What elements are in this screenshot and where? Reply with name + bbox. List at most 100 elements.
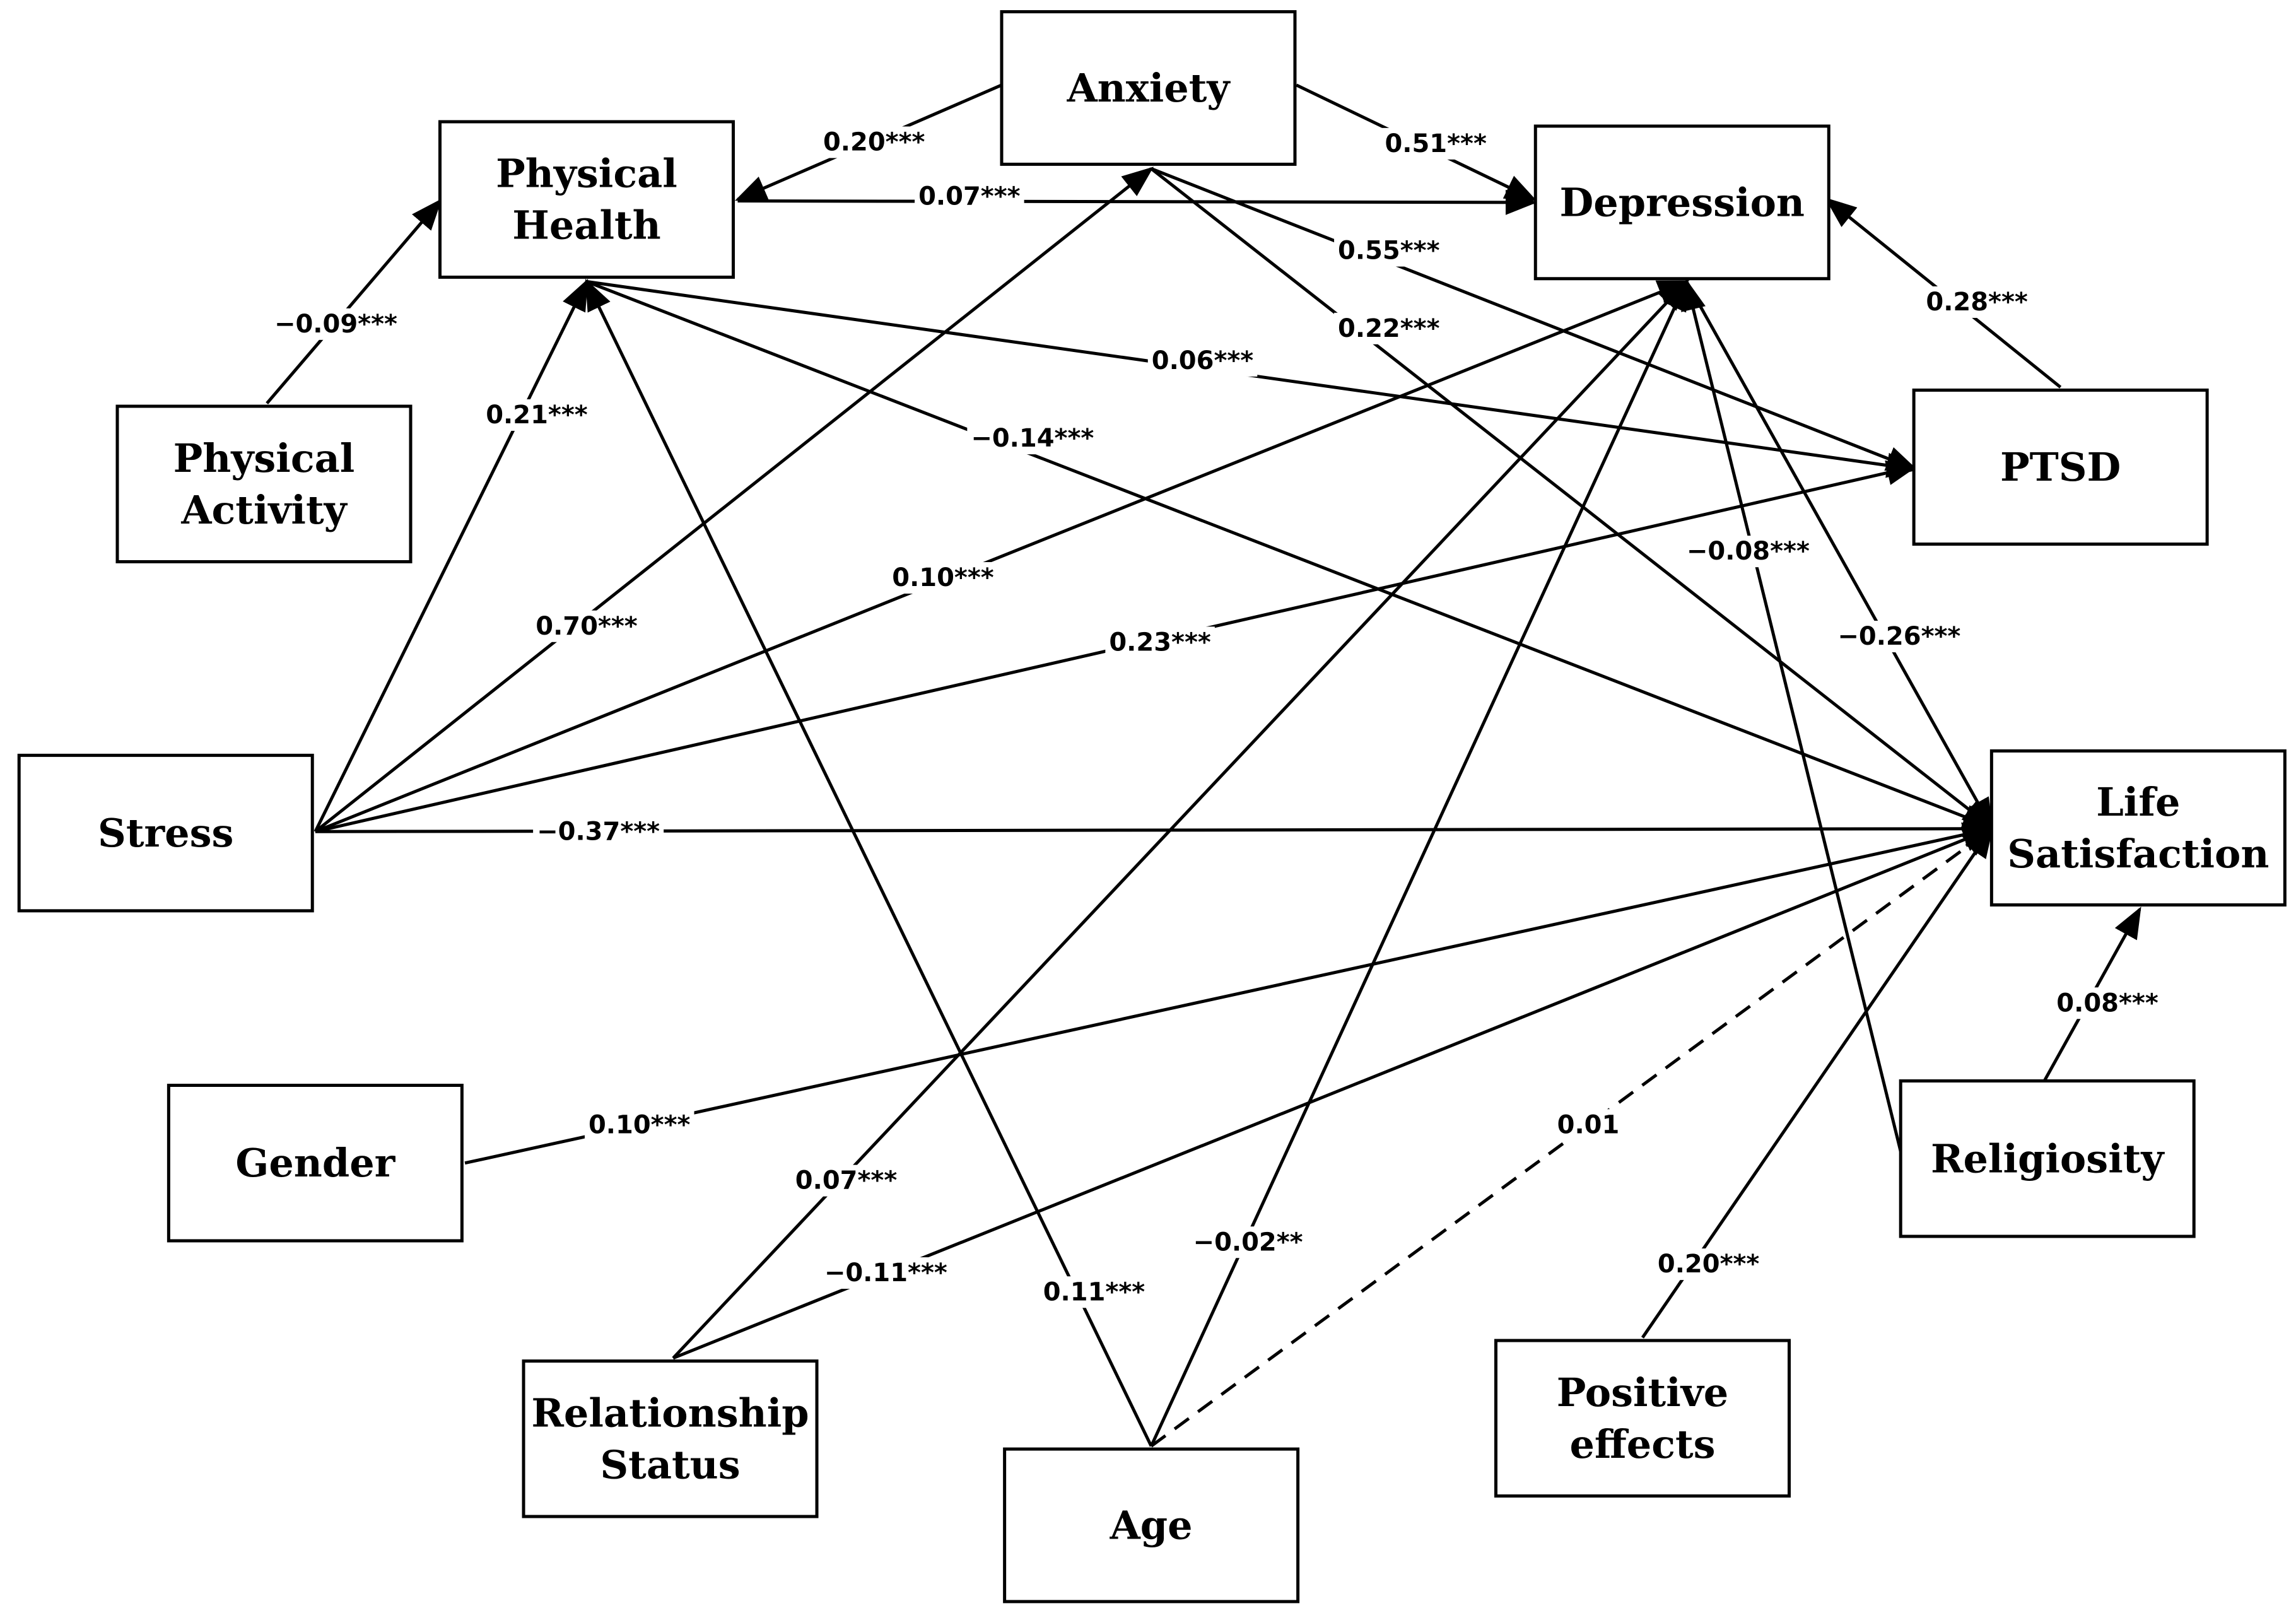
node-label-line: Stress <box>98 810 233 856</box>
coefficient-label-stress-to-life_satisfaction: −0.37*** <box>533 816 664 848</box>
coefficient-label-gender-to-life_satisfaction: 0.10*** <box>584 1109 694 1141</box>
path-anxiety-to-life_satisfaction <box>1150 167 1994 830</box>
coefficient-label-background <box>1682 536 1813 568</box>
coefficient-text: 0.20*** <box>1658 1250 1760 1279</box>
coefficient-label-relationship_status-to-depression: 0.07*** <box>791 1164 901 1197</box>
coefficient-label-physical_activity-to-physical_health: −0.09*** <box>270 308 401 340</box>
coefficient-label-background <box>1189 1226 1307 1258</box>
coefficient-text: −0.11*** <box>824 1258 947 1287</box>
node-label-line: effects <box>1569 1421 1715 1467</box>
coefficient-text: 0.10*** <box>892 563 994 592</box>
coefficient-label-physical_health-to-life_satisfaction: −0.14*** <box>967 423 1098 455</box>
coefficient-text: −0.14*** <box>971 424 1094 453</box>
path-stress-to-depression <box>314 280 1690 833</box>
coefficient-label-background <box>820 1257 951 1289</box>
coefficient-text: 0.01 <box>1557 1110 1620 1139</box>
coefficient-text: −0.02** <box>1193 1228 1303 1257</box>
node-label-line: Gender <box>235 1140 395 1186</box>
coefficient-text: 0.20*** <box>823 128 925 157</box>
coefficient-label-background <box>888 562 998 594</box>
node-box <box>1494 1339 1791 1498</box>
node-gender: Gender <box>167 1084 464 1243</box>
coefficient-label-stress-to-ptsd: 0.23*** <box>1105 626 1215 659</box>
coefficient-label-background <box>791 1164 901 1197</box>
node-anxiety: Anxiety <box>1000 10 1297 166</box>
node-box <box>1533 124 1830 281</box>
coefficient-label-background <box>1334 235 1444 267</box>
node-age: Age <box>1003 1447 1300 1604</box>
path-religiosity-to-depression <box>1681 278 1902 1152</box>
node-box <box>1003 1447 1300 1604</box>
coefficient-text: −0.37*** <box>537 817 660 846</box>
path-anxiety-to-ptsd <box>1151 167 1919 471</box>
coefficient-label-religiosity-to-life_satisfaction: 0.08*** <box>2053 987 2162 1019</box>
coefficient-label-stress-to-depression: 0.10*** <box>888 562 998 594</box>
node-ptsd: PTSD <box>1912 388 2209 546</box>
coefficient-label-physical_health-to-ptsd: 0.06*** <box>1147 344 1258 377</box>
coefficient-label-background <box>819 126 929 158</box>
coefficient-label-anxiety-to-ptsd: 0.55*** <box>1334 235 1444 267</box>
path-age-to-depression <box>1149 278 1689 1447</box>
coefficient-label-background <box>915 180 1024 213</box>
coefficient-text: 0.23*** <box>1109 628 1211 657</box>
coefficient-text: 0.11*** <box>1043 1277 1145 1306</box>
coefficient-text: −0.09*** <box>274 310 397 339</box>
coefficient-label-background <box>533 816 664 848</box>
node-box <box>1912 388 2209 546</box>
node-label-line: Satisfaction <box>2007 831 2269 877</box>
coefficient-label-background <box>967 423 1098 455</box>
coefficient-text: 0.70*** <box>536 612 638 641</box>
coefficient-label-depression-to-life_satisfaction: −0.26*** <box>1834 621 1965 653</box>
path-physical_health-to-depression <box>737 189 1537 215</box>
node-label-line: Activity <box>180 487 348 533</box>
coefficient-label-age-to-life_satisfaction: 0.01 <box>1553 1109 1624 1141</box>
coefficient-label-anxiety-to-life_satisfaction: 0.22*** <box>1334 312 1444 344</box>
coefficient-label-background <box>1147 344 1258 377</box>
node-label-line: Health <box>512 202 660 249</box>
coefficient-label-stress-to-physical_health: 0.21*** <box>482 399 592 431</box>
coefficient-label-age-to-depression: −0.02** <box>1189 1226 1307 1258</box>
node-box <box>17 753 314 913</box>
path-age-to-physical_health <box>585 278 1153 1447</box>
coefficient-label-background <box>1553 1109 1624 1141</box>
path-physical_health-to-life_satisfaction <box>586 280 1995 829</box>
coefficient-label-background <box>1922 286 2032 318</box>
node-box <box>167 1084 464 1243</box>
edge-labels-layer: −0.09*** 0.20*** 0.51*** 0.07*** 0.55*** 0.28… <box>270 126 2162 1308</box>
coefficient-label-background <box>482 399 592 431</box>
path-relationship_status-to-depression <box>672 279 1689 1359</box>
path-gender-to-life_satisfaction <box>464 822 1995 1165</box>
path-stress-to-anxiety <box>314 167 1154 833</box>
coefficient-label-relationship_status-to-life_satisfaction: −0.11*** <box>820 1257 951 1289</box>
node-religiosity: Religiosity <box>1899 1079 2196 1238</box>
coefficient-label-background <box>1834 621 1965 653</box>
coefficient-label-religiosity-to-depression: −0.08*** <box>1682 536 1813 568</box>
node-label-line: Relationship <box>531 1390 809 1436</box>
coefficient-label-background <box>2053 987 2162 1019</box>
coefficient-label-background <box>1334 312 1444 344</box>
coefficient-label-background <box>532 610 641 642</box>
node-box <box>522 1359 819 1518</box>
coefficient-text: 0.07*** <box>918 182 1021 211</box>
coefficient-text: 0.28*** <box>1926 288 2028 317</box>
coefficient-label-stress-to-anxiety: 0.70*** <box>532 610 641 642</box>
coefficient-label-anxiety-to-depression: 0.51*** <box>1381 127 1491 160</box>
path-stress-to-physical_health <box>313 278 589 833</box>
node-box <box>1899 1079 2196 1238</box>
node-box <box>1989 749 2287 907</box>
coefficient-label-physical_health-to-depression: 0.07*** <box>915 180 1024 213</box>
node-depression: Depression <box>1533 124 1830 281</box>
coefficient-text: 0.51*** <box>1385 129 1487 158</box>
coefficient-label-positive_effects-to-life_satisfaction: 0.20*** <box>1653 1248 1764 1281</box>
coefficient-label-background <box>270 308 401 340</box>
coefficient-label-ptsd-to-depression: 0.28*** <box>1922 286 2032 318</box>
node-label-line: Depression <box>1560 179 1805 225</box>
coefficient-label-background <box>1039 1276 1149 1308</box>
coefficient-label-background <box>1105 626 1215 659</box>
